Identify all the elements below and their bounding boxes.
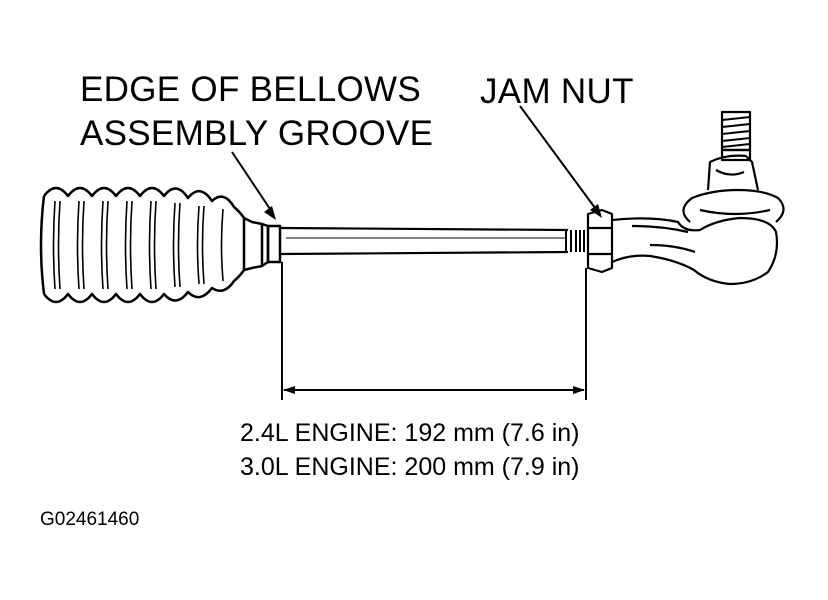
jam-nut-leader-line	[519, 105, 599, 213]
bellows-callout-line1: EDGE OF BELLOWS	[80, 70, 421, 109]
jam-nut-leader-arrow	[590, 204, 602, 218]
jam-nut-callout: JAM NUT	[480, 72, 634, 111]
jam-nut	[586, 208, 614, 274]
ball-stud-threads	[721, 116, 751, 148]
tie-rod-end	[611, 110, 785, 286]
leader-lines	[231, 105, 599, 213]
tie-rod-shaft	[279, 226, 569, 256]
spec-2-4l-engine: 2.4L ENGINE: 192 mm (7.6 in)	[240, 419, 580, 447]
bellows-leader-line	[231, 151, 273, 213]
bellows-shading	[52, 200, 224, 290]
bellows-boot	[39, 186, 282, 304]
figure-id: G02461460	[40, 509, 140, 530]
bellows-callout-line2: ASSEMBLY GROOVE	[80, 114, 434, 153]
spec-3-0l-engine: 3.0L ENGINE: 200 mm (7.9 in)	[240, 453, 580, 481]
threads	[565, 230, 585, 252]
bellows-leader-arrow	[264, 206, 276, 220]
dimension-lines	[281, 262, 587, 400]
